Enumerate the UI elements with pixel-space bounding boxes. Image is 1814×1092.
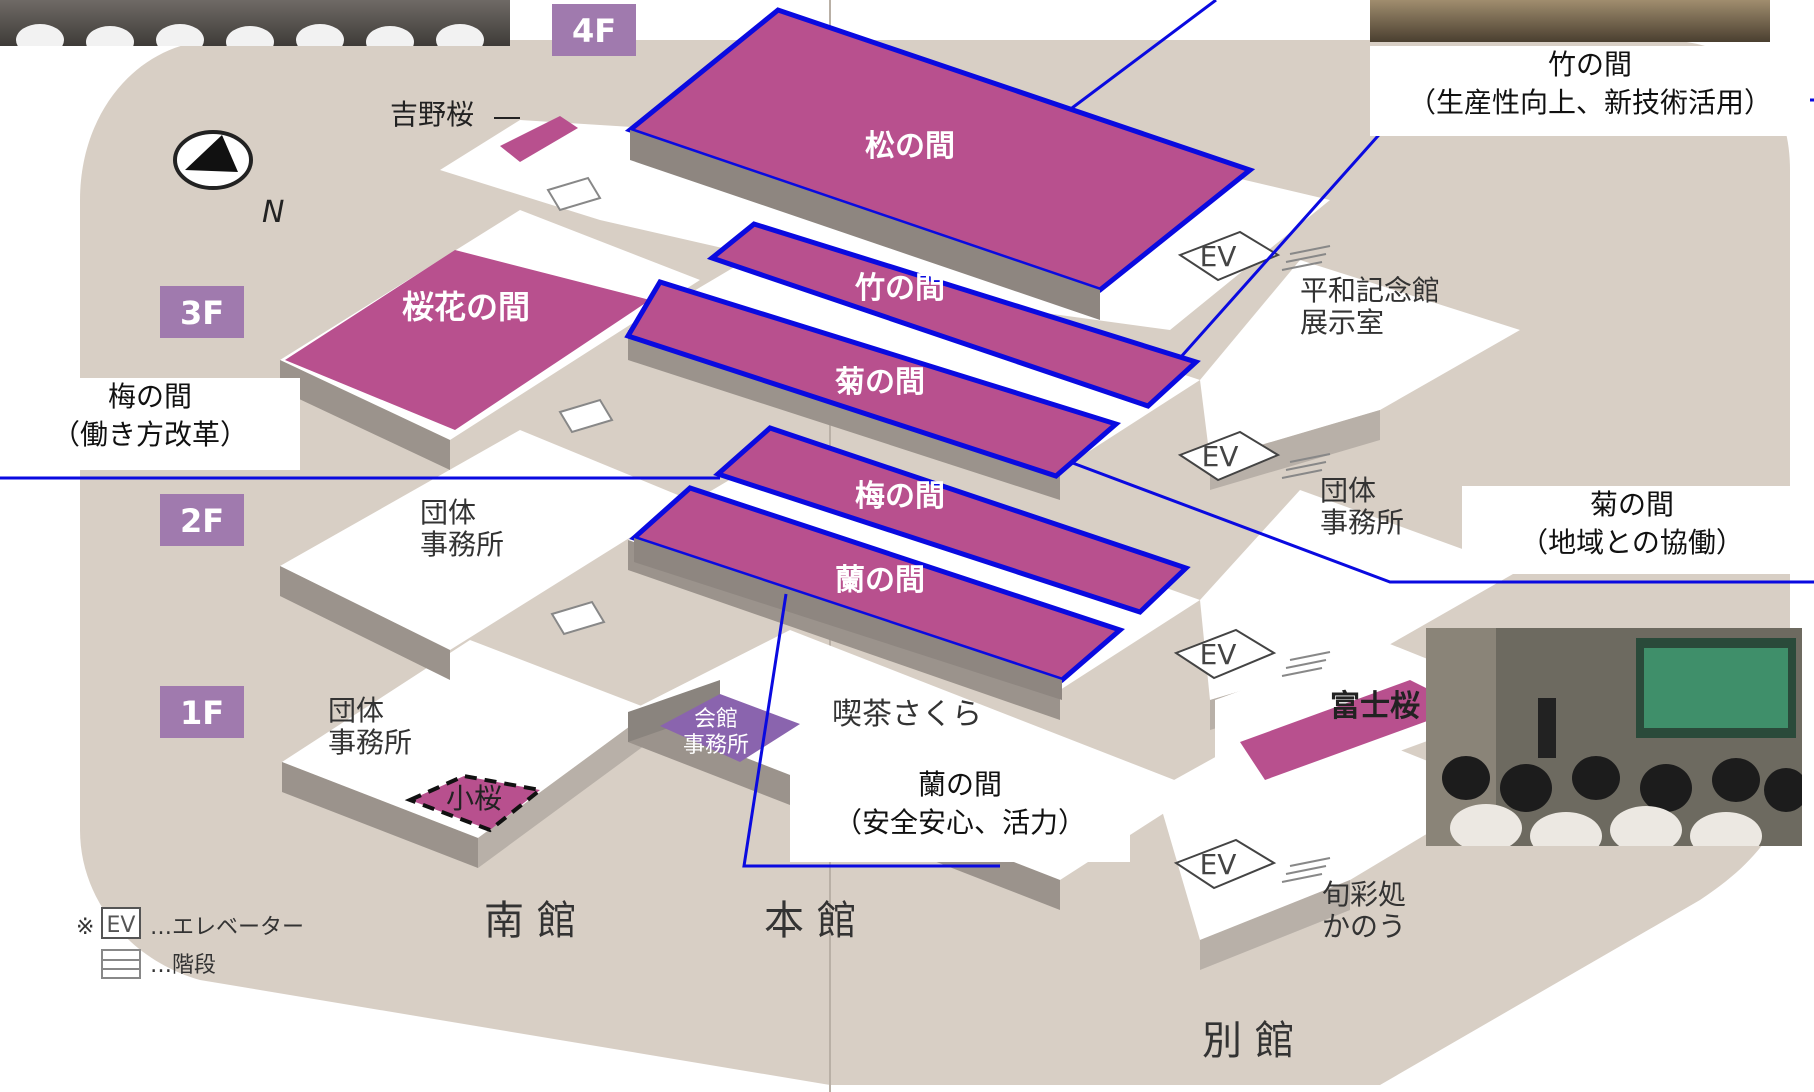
elevator-icon: EV: [1173, 628, 1277, 680]
facility-heiwa: 平和記念館: [1300, 274, 1440, 307]
elevator-icon: EV: [1173, 838, 1277, 890]
legend: ※ EV …エレベーター …階段: [76, 907, 304, 979]
svg-text:菊の間: 菊の間: [835, 365, 925, 400]
photo-seminar-topright: [1370, 0, 1770, 42]
floor-label-3f: 3F: [160, 286, 244, 338]
room-label-ouka: 桜花の間: [402, 288, 530, 326]
callout-ume-subtitle: （働き方改革）: [51, 418, 248, 451]
callout-ume-title: 梅の間: [107, 380, 192, 413]
room-ume[interactable]: 梅の間: [713, 425, 1191, 615]
compass-icon: N: [173, 130, 284, 230]
callout-take: 竹の間 （生産性向上、新技術活用）: [1370, 46, 1810, 136]
room-kaikan-office: 会館 事務所: [660, 694, 800, 762]
facility-dantai-2f-south-2: 事務所: [420, 528, 504, 561]
building-main: 本 館: [764, 898, 857, 944]
svg-text:事務所: 事務所: [683, 733, 749, 758]
photo-seminar-topleft: [0, 0, 510, 46]
callout-take-title: 竹の間: [1547, 48, 1632, 81]
svg-text:1F: 1F: [180, 694, 224, 732]
photo-seminar-right: [1426, 628, 1802, 846]
floor-label-1f: 1F: [160, 686, 244, 738]
svg-text:蘭の間: 蘭の間: [835, 563, 925, 598]
elevator-icon: EV: [1177, 430, 1281, 482]
svg-text:EV: EV: [1200, 638, 1237, 671]
stairs-legend-icon: [101, 949, 141, 979]
svg-text:EV: EV: [1200, 240, 1237, 273]
floor-label-4f: 4F: [552, 4, 636, 56]
svg-text:EV: EV: [107, 913, 136, 938]
facility-dantai-1f: 団体: [328, 694, 384, 727]
room-take[interactable]: 竹の間: [706, 221, 1201, 409]
svg-text:会館: 会館: [694, 707, 738, 732]
callout-ran: 蘭の間 （安全安心、活力）: [790, 766, 1130, 862]
floor-1f-south: [282, 640, 652, 868]
facility-shunsai-2: かのう: [1322, 910, 1406, 943]
facility-dantai-2f-south: 団体: [420, 496, 476, 529]
room-ran[interactable]: 蘭の間: [629, 485, 1125, 700]
svg-text:梅の間: 梅の間: [855, 479, 945, 514]
svg-text:N: N: [262, 195, 284, 230]
facility-dantai-2f-annex: 団体: [1320, 474, 1376, 507]
floor-3f-annex: [1200, 260, 1520, 490]
svg-text:2F: 2F: [180, 502, 224, 540]
lecture-photo-icon: [1426, 628, 1802, 846]
callout-kiku: 菊の間 （地域との協働）: [1462, 486, 1802, 574]
floor-2f-annex: [1200, 490, 1520, 800]
building-south: 南 館: [484, 898, 577, 944]
callout-kiku-subtitle: （地域との協働）: [1520, 526, 1744, 559]
elevator-icon: EV: [1177, 230, 1281, 282]
yoshino-room-shape: [500, 116, 578, 162]
callout-ran-subtitle: （安全安心、活力）: [833, 806, 1086, 839]
svg-text:EV: EV: [1202, 440, 1239, 473]
svg-text:3F: 3F: [180, 294, 224, 332]
facility-dantai-2f-annex-2: 事務所: [1320, 506, 1404, 539]
svg-text:小桜: 小桜: [446, 782, 502, 815]
svg-text:4F: 4F: [572, 12, 616, 50]
stairs-icon: [546, 176, 614, 636]
facility-shunsai: 旬彩処: [1322, 878, 1406, 911]
floor-3f-south: [280, 210, 700, 470]
audience-photo-icon: [16, 24, 484, 46]
svg-text:…階段: …階段: [150, 953, 216, 978]
stairs-icon: [1281, 245, 1331, 883]
building-annex: 別 館: [1202, 1018, 1295, 1064]
facility-dantai-1f-2: 事務所: [328, 726, 412, 759]
svg-text:松の間: 松の間: [865, 129, 955, 164]
svg-text:※: ※: [76, 915, 94, 940]
svg-text:EV: EV: [1200, 848, 1237, 881]
room-label-fujizakura: 富士桜: [1330, 689, 1420, 724]
room-kiku[interactable]: 菊の間: [624, 279, 1122, 479]
room-kozakura[interactable]: 小桜: [404, 773, 545, 833]
floor-label-2f: 2F: [160, 494, 244, 546]
room-matsu[interactable]: 松の間: [624, 7, 1256, 320]
facility-heiwa-2: 展示室: [1300, 306, 1384, 339]
callout-take-subtitle: （生産性向上、新技術活用）: [1407, 86, 1772, 119]
svg-text:…エレベーター: …エレベーター: [150, 915, 304, 940]
facility-kissa: 喫茶さくら: [832, 697, 982, 732]
svg-text:竹の間: 竹の間: [855, 271, 945, 306]
callout-ume: 梅の間 （働き方改革）: [0, 378, 300, 470]
callout-ran-title: 蘭の間: [917, 768, 1002, 801]
floor-2f-south: [280, 430, 690, 680]
callout-kiku-title: 菊の間: [1589, 488, 1674, 521]
room-label-yoshino: 吉野桜: [390, 98, 474, 131]
